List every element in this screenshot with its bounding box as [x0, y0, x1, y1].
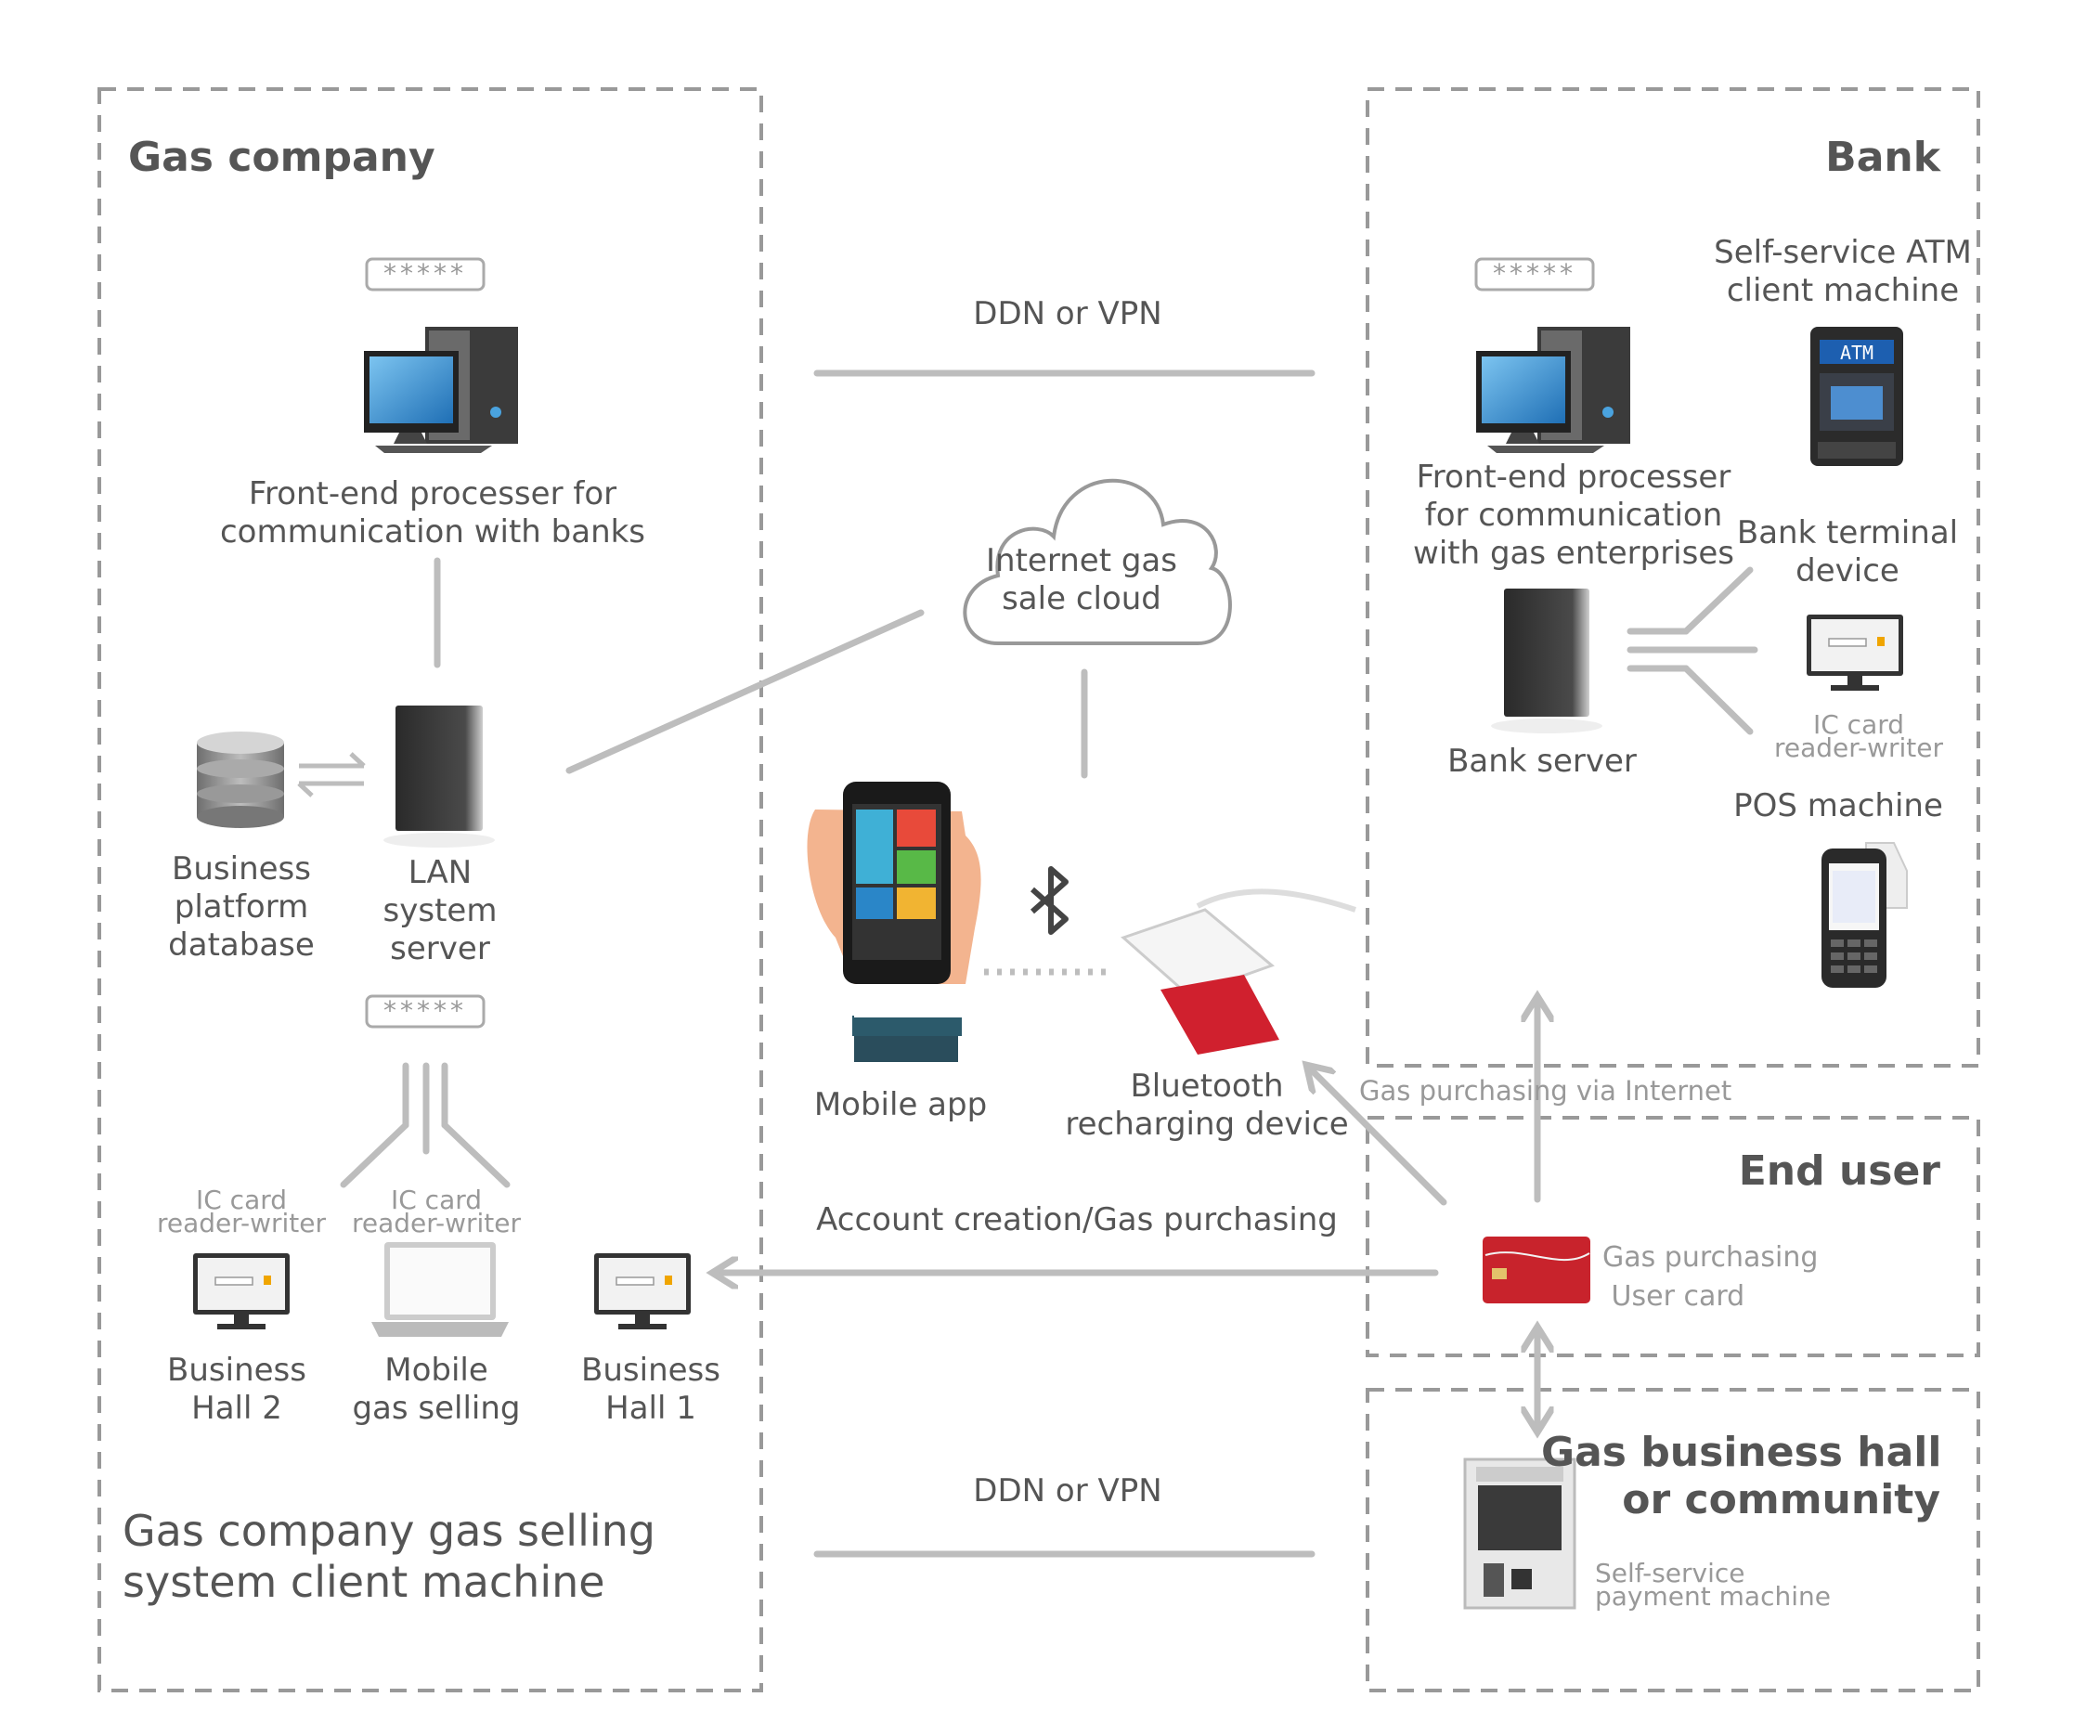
business-hall-1-label: Business Hall 1 — [581, 1352, 720, 1427]
gas-via-internet-label: Gas purchasing via Internet — [1359, 1075, 1732, 1107]
pos-label: POS machine — [1733, 787, 1943, 824]
password-box-gas[interactable] — [365, 257, 486, 291]
mobile-gas-selling-label: Mobile gas selling — [352, 1352, 521, 1427]
bank-server-label: Bank server — [1447, 743, 1637, 780]
bank-heading: Bank — [1825, 134, 1940, 181]
kiosk-label: Self-service payment machine — [1595, 1558, 1831, 1613]
bank-server-icon — [1491, 589, 1602, 733]
password-box-bank[interactable] — [1474, 257, 1595, 291]
bank-terminal-label: Bank terminal device — [1736, 514, 1959, 589]
mobile-app-label: Mobile app — [813, 1086, 988, 1123]
ddn-vpn-top-label: DDN or VPN — [973, 295, 1162, 332]
end-user-heading: End user — [1738, 1147, 1940, 1195]
bluetooth-device-label: Bluetooth recharging device — [1065, 1068, 1349, 1143]
password-mask-lan: ***** — [383, 995, 467, 1026]
server-cloud-link — [565, 609, 925, 774]
cloud-icon — [963, 478, 1232, 645]
atm-icon — [1810, 327, 1903, 466]
business-db-label: Business platform database — [168, 850, 315, 964]
lan-server-label: LAN system server — [382, 854, 498, 967]
business-hall-2-monitor-icon — [193, 1253, 290, 1329]
mobile-gas-selling-laptop-icon — [371, 1242, 509, 1337]
ddn-vpn-bottom-label: DDN or VPN — [973, 1472, 1162, 1509]
business-hall-1-monitor-icon — [594, 1253, 691, 1329]
bluetooth-recharging-device-icon — [1121, 888, 1356, 1055]
gas-hall-region — [1366, 1388, 1980, 1692]
bank-ic-reader-monitor-icon — [1807, 615, 1903, 691]
business-hall-2-label: Business Hall 2 — [167, 1352, 306, 1427]
gas-purchasing-card-icon[interactable] — [1483, 1237, 1590, 1303]
pos-machine-icon — [1821, 842, 1908, 988]
ic-reader-2-label: IC card reader-writer — [351, 1185, 521, 1239]
database-icon — [197, 732, 284, 828]
password-mask-gas: ***** — [383, 258, 467, 289]
self-service-kiosk-icon — [1463, 1457, 1576, 1610]
cloud-label: Internet gas sale cloud — [986, 542, 1177, 617]
bluetooth-icon — [1031, 866, 1069, 935]
end-user-region — [1366, 1116, 1980, 1357]
user-card-label: Gas purchasing User card — [1602, 1241, 1819, 1313]
atm-label: Self-service ATM client machine — [1714, 234, 1972, 309]
account-creation-label: Account creation/Gas purchasing — [816, 1201, 1338, 1238]
atm-screen-text: ATM — [1839, 342, 1874, 364]
gas-company-region — [97, 87, 763, 1692]
bank-desktop-computer-icon — [1476, 327, 1630, 453]
internet-purchase-arrow — [1311, 1069, 1447, 1206]
gas-hall-heading: Gas business hall or community — [1541, 1429, 1942, 1523]
gas-front-end-label: Front-end processer for communication wi… — [219, 475, 646, 551]
desktop-computer-icon — [364, 327, 518, 453]
ic-reader-1-label: IC card reader-writer — [156, 1185, 326, 1239]
gas-company-heading: Gas company — [128, 134, 435, 181]
lan-server-icon — [383, 706, 495, 848]
client-machine-label: Gas company gas selling system client ma… — [123, 1506, 655, 1608]
bank-front-end-label: Front-end processer for communication wi… — [1413, 459, 1734, 572]
mobile-phone-icon — [807, 782, 981, 1062]
bank-region — [1366, 87, 1980, 1068]
bank-ic-reader-label: IC card reader-writer — [1773, 709, 1943, 764]
password-box-lan[interactable] — [365, 994, 486, 1029]
password-mask-bank: ***** — [1493, 258, 1576, 289]
